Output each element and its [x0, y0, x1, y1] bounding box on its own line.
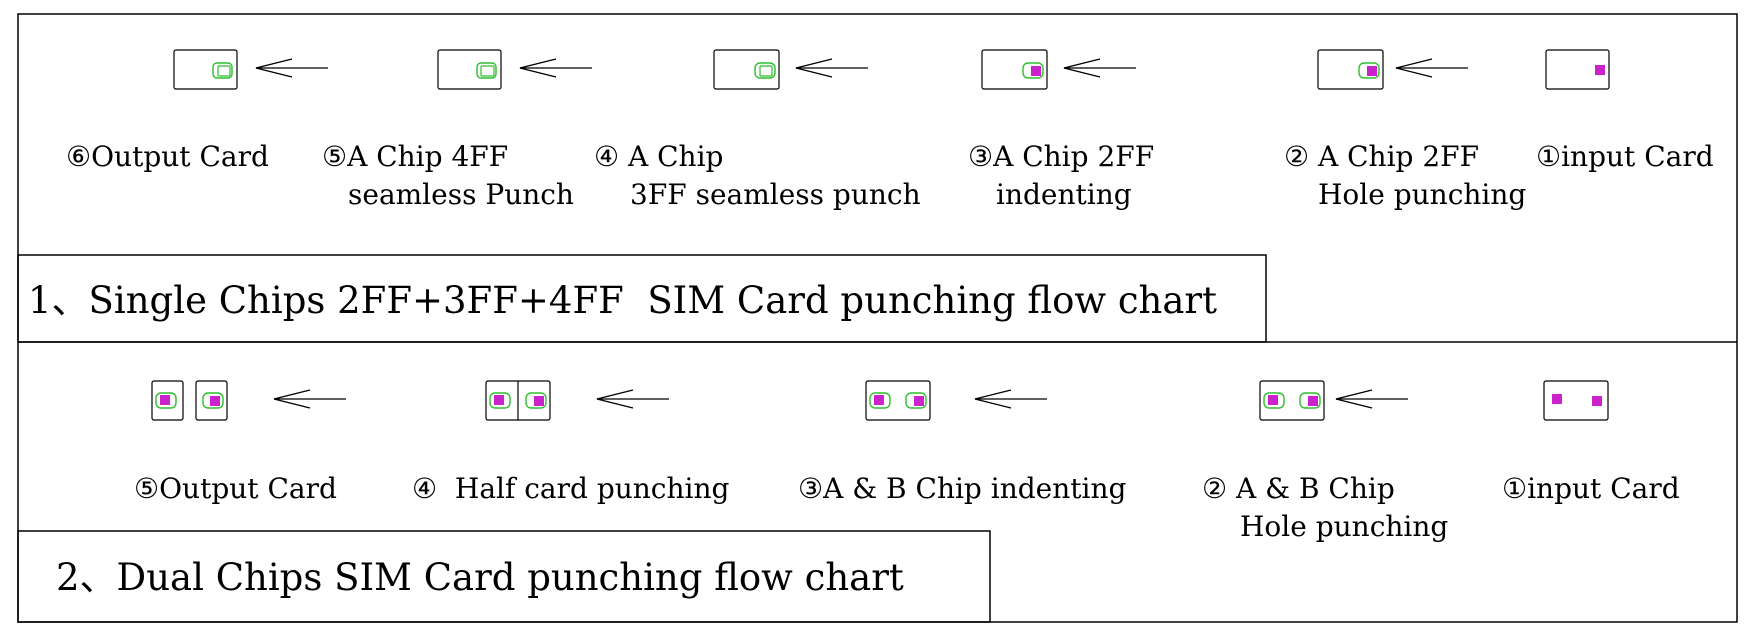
- flow2-arrow-4-5: [273, 389, 347, 409]
- flow2-title: 2、Dual Chips SIM Card punching flow char…: [56, 556, 904, 599]
- flow2-title-box: [17, 530, 991, 623]
- flow1-card-6-icon: [173, 49, 238, 90]
- flow1-arrow-4-5: [519, 58, 593, 78]
- flow2-card-5-icon: [151, 380, 228, 421]
- flow1-step1-label: ①input Card: [1536, 140, 1714, 173]
- flow1-card-2-icon: [1317, 49, 1384, 90]
- flow2-card-3-icon: [865, 380, 931, 421]
- flow1-step6-label: ⑥Output Card: [66, 140, 269, 173]
- flow1-card-3-icon: [981, 49, 1048, 90]
- flow1-title-box: [17, 254, 1267, 343]
- flow1-step5-label: ⑤A Chip 4FF: [322, 140, 509, 173]
- flow1-step4-label: ④ A Chip: [594, 140, 724, 173]
- flow1-arrow-1-2: [1395, 58, 1469, 78]
- flow1-arrow-3-4: [795, 58, 869, 78]
- flow1-card-4-icon: [713, 49, 780, 90]
- flow1-step2-label: ② A Chip 2FF: [1284, 140, 1480, 173]
- flow2-step3-label: ③A & B Chip indenting: [798, 472, 1127, 505]
- flow1-step2-label-line2: Hole punching: [1318, 178, 1527, 211]
- flow2-arrow-3-4: [596, 389, 670, 409]
- flow2-arrow-2-3: [974, 389, 1048, 409]
- flow2-step1-label: ①input Card: [1502, 472, 1680, 505]
- flow1-card-5-icon: [437, 49, 502, 90]
- flow1-step4-label-line2: 3FF seamless punch: [630, 178, 921, 211]
- flow2-card-1-icon: [1543, 380, 1609, 421]
- flow2-step2-label: ② A & B Chip: [1202, 472, 1395, 505]
- flow1-arrow-2-3: [1063, 58, 1137, 78]
- flow2-card-2-icon: [1259, 380, 1325, 421]
- flow2-arrow-1-2: [1335, 389, 1409, 409]
- flow1-step5-label-line2: seamless Punch: [348, 178, 574, 211]
- flow1-step3-label-line2: indenting: [996, 178, 1132, 211]
- flow2-step5-label: ⑤Output Card: [134, 472, 337, 505]
- flow1-arrow-5-6: [255, 58, 329, 78]
- flow2-step4-label: ④ Half card punching: [412, 472, 730, 505]
- flow1-title: 1、Single Chips 2FF+3FF+4FF SIM Card punc…: [28, 279, 1217, 322]
- flow2-card-4-icon: [485, 380, 551, 421]
- flow1-card-1-icon: [1545, 49, 1610, 90]
- flow2-step2-label-line2: Hole punching: [1240, 510, 1449, 543]
- flow1-step3-label: ③A Chip 2FF: [968, 140, 1155, 173]
